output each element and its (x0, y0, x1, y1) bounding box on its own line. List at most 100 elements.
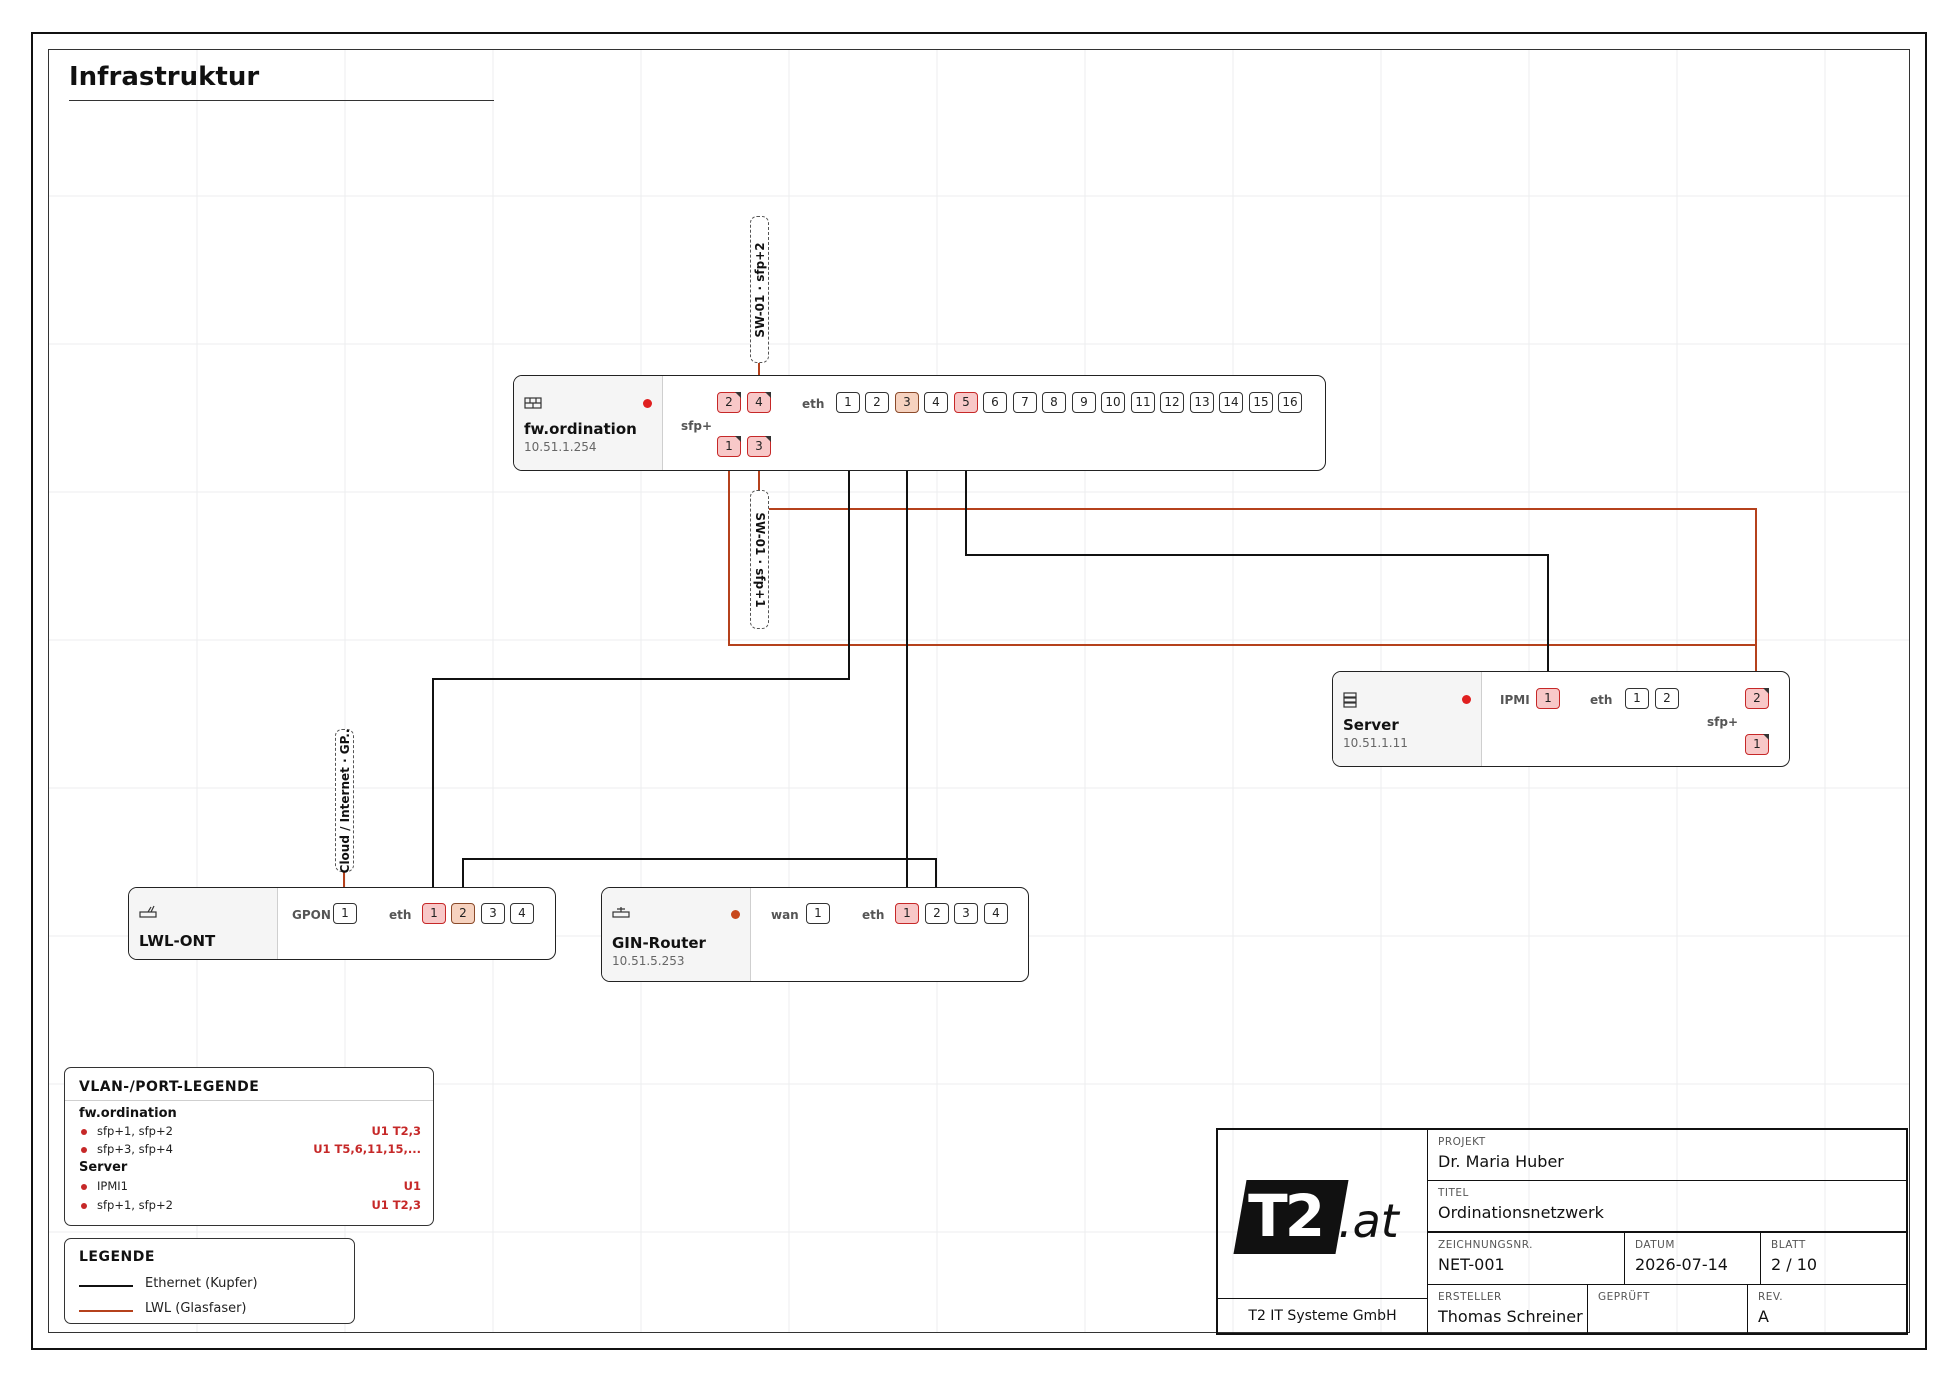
port-eth-5[interactable]: 5 (954, 392, 978, 413)
port-eth-4[interactable]: 4 (924, 392, 948, 413)
cable-legend: LEGENDE Ethernet (Kupfer) LWL (Glasfaser… (64, 1238, 355, 1324)
vlan-legend-row: sfp+1, sfp+2 U1 T2,3 (79, 1124, 421, 1140)
device-ip: 10.51.5.253 (612, 954, 685, 968)
port-eth-13[interactable]: 13 (1190, 392, 1214, 413)
ont-icon (139, 905, 157, 922)
port-eth-1[interactable]: 1 (895, 903, 919, 924)
datum-value: 2026-07-14 (1635, 1255, 1728, 1274)
port-wan-1[interactable]: 1 (806, 903, 830, 924)
port-eth-8[interactable]: 8 (1042, 392, 1066, 413)
port-eth-9[interactable]: 9 (1072, 392, 1096, 413)
port-sfp-4[interactable]: 4 (747, 392, 771, 413)
port-eth-1[interactable]: 1 (1625, 688, 1649, 709)
port-eth-15[interactable]: 15 (1249, 392, 1273, 413)
port-eth-1[interactable]: 1 (836, 392, 860, 413)
port-eth-3[interactable]: 3 (481, 903, 505, 924)
port-eth-14[interactable]: 14 (1219, 392, 1243, 413)
router-icon (612, 905, 630, 922)
projekt-cell: PROJEKT Dr. Maria Huber (1428, 1130, 1906, 1181)
connection-label-fw-sfp-top: SW-01 · sfp+2 (750, 216, 769, 363)
legend-title: LEGENDE (79, 1249, 155, 1265)
port-gpon-1[interactable]: 1 (333, 903, 357, 924)
eth-group-label: eth (1590, 693, 1613, 707)
company-name: T2 IT Systeme GmbH (1248, 1308, 1397, 1324)
rev-value: A (1758, 1307, 1769, 1326)
copper-cable-fw-eth5-to-server-ipmi (965, 415, 1549, 687)
port-eth-1[interactable]: 1 (422, 903, 446, 924)
connection-label-ont-gpon: Cloud / Internet · GP.. (335, 728, 354, 873)
server-icon (1343, 692, 1357, 712)
port-eth-6[interactable]: 6 (983, 392, 1007, 413)
port-sfp-3[interactable]: 3 (747, 436, 771, 457)
zeichnungsnr-cell: ZEICHNUNGSNR. NET-001 (1428, 1233, 1625, 1285)
port-sfp-2[interactable]: 2 (717, 392, 741, 413)
vlan-legend-title: VLAN-/PORT-LEGENDE (79, 1079, 260, 1095)
device-info-panel: LWL-ONT (129, 888, 278, 959)
legend-fiber-line (79, 1310, 133, 1312)
firewall-icon (524, 396, 542, 414)
eth-group-label: eth (389, 908, 412, 922)
device-info-panel: fw.ordination 10.51.1.254 (514, 376, 663, 470)
device-info-panel: GIN-Router 10.51.5.253 (602, 888, 751, 981)
port-sfp-1[interactable]: 1 (717, 436, 741, 457)
port-eth-16[interactable]: 16 (1278, 392, 1302, 413)
vlan-dot (81, 1147, 87, 1153)
port-sfp-1[interactable]: 1 (1745, 734, 1769, 755)
port-eth-12[interactable]: 12 (1160, 392, 1184, 413)
port-eth-2[interactable]: 2 (451, 903, 475, 924)
port-eth-2[interactable]: 2 (1655, 688, 1679, 709)
sheet-frame-inner (48, 49, 1910, 1333)
eth-group-label: eth (862, 908, 885, 922)
device-fw-ordination[interactable]: fw.ordination 10.51.1.254 sfp+ 2 4 1 3 e… (513, 375, 1326, 471)
port-eth-4[interactable]: 4 (984, 903, 1008, 924)
rev-cell: REV. A (1758, 1291, 1784, 1326)
blatt-cell: BLATT 2 / 10 (1761, 1233, 1906, 1285)
device-server[interactable]: Server 10.51.1.11 IPMI 1 eth 1 2 sfp+ 2 … (1332, 671, 1790, 767)
logo-cell: T2 .at (1218, 1130, 1428, 1299)
status-indicator (731, 910, 740, 919)
device-name: LWL-ONT (139, 932, 216, 950)
vlan-legend-device: Server (79, 1160, 128, 1175)
sfp-group-label: sfp+ (681, 419, 713, 433)
sheet-frame-outer (31, 32, 1927, 1350)
vlan-dot (81, 1129, 87, 1135)
ersteller-cell: ERSTELLER Thomas Schreiner (1428, 1285, 1588, 1335)
title-underline (69, 100, 494, 101)
ersteller-value: Thomas Schreiner (1438, 1307, 1583, 1326)
legend-copper-label: Ethernet (Kupfer) (145, 1276, 258, 1291)
port-sfp-2[interactable]: 2 (1745, 688, 1769, 709)
t2-logo-suffix: .at (1338, 1194, 1399, 1248)
vlan-legend-row: sfp+3, sfp+4 U1 T5,6,11,15,... (79, 1142, 421, 1158)
title-block: T2 .at T2 IT Systeme GmbH PROJEKT Dr. Ma… (1216, 1128, 1908, 1335)
copper-cable-ont-eth2-to-router-eth2 (462, 858, 937, 901)
status-indicator (643, 399, 652, 408)
titel-value: Ordinationsnetzwerk (1438, 1203, 1604, 1222)
port-eth-10[interactable]: 10 (1101, 392, 1125, 413)
datum-cell: DATUM 2026-07-14 (1625, 1233, 1761, 1285)
wan-group-label: wan (771, 908, 799, 922)
device-ip: 10.51.1.254 (524, 440, 597, 454)
port-eth-11[interactable]: 11 (1131, 392, 1155, 413)
eth-group-label: eth (802, 397, 825, 411)
port-eth-7[interactable]: 7 (1013, 392, 1037, 413)
divider (65, 1100, 433, 1101)
page-title: Infrastruktur (69, 62, 260, 92)
status-indicator (1462, 695, 1471, 704)
port-eth-2[interactable]: 2 (925, 903, 949, 924)
port-eth-4[interactable]: 4 (510, 903, 534, 924)
port-eth-2[interactable]: 2 (865, 392, 889, 413)
vlan-legend-row: IPMI1 U1 (79, 1179, 421, 1195)
vlan-dot (81, 1203, 87, 1209)
device-gin-router[interactable]: GIN-Router 10.51.5.253 wan 1 eth 1 2 3 4 (601, 887, 1029, 982)
vlan-legend-device: fw.ordination (79, 1106, 177, 1121)
t2-logo-mark: T2 (1233, 1180, 1349, 1254)
blatt-value: 2 / 10 (1771, 1255, 1818, 1274)
device-lwl-ont[interactable]: LWL-ONT GPON 1 eth 1 2 3 4 (128, 887, 556, 960)
legend-fiber-label: LWL (Glasfaser) (145, 1301, 247, 1316)
port-ipmi-1[interactable]: 1 (1536, 688, 1560, 709)
geprueft-cell: GEPRÜFT (1588, 1285, 1748, 1335)
device-info-panel: Server 10.51.1.11 (1333, 672, 1482, 766)
port-leads (492, 412, 1757, 905)
port-eth-3[interactable]: 3 (895, 392, 919, 413)
port-eth-3[interactable]: 3 (954, 903, 978, 924)
